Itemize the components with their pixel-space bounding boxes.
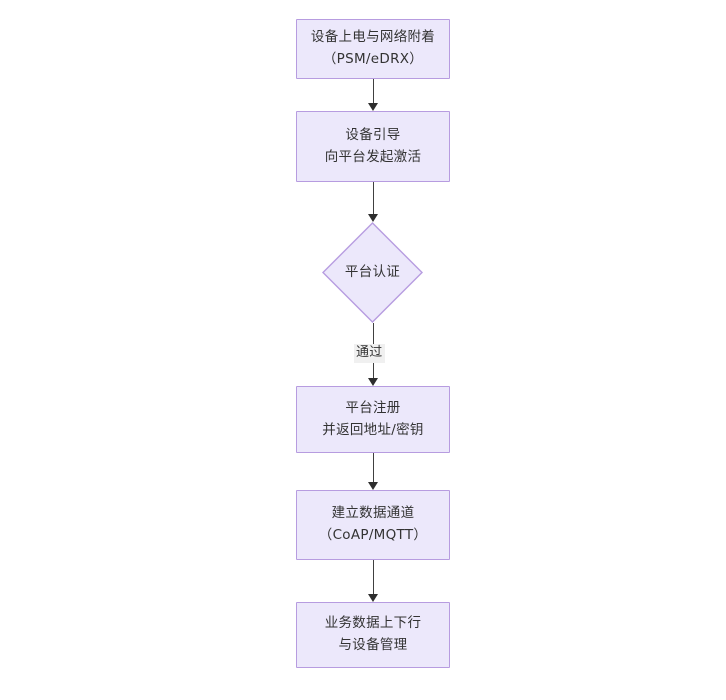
flow-node-register[interactable]: 平台注册 并返回地址/密钥 [296, 386, 450, 453]
flow-node-data-channel-label: 建立数据通道 （CoAP/MQTT） [318, 505, 428, 543]
flow-node-bootstrap-label: 设备引导 向平台发起激活 [324, 126, 422, 165]
edge-label-auth-pass: 通过 [354, 344, 385, 363]
flow-node-data-channel[interactable]: 建立数据通道 （CoAP/MQTT） [296, 490, 450, 560]
connector-line [372, 182, 374, 215]
diamond-shape [322, 222, 423, 323]
flow-connector-power-on-to-bootstrap [368, 79, 379, 111]
flow-node-service-data[interactable]: 业务数据上下行 与设备管理 [296, 602, 450, 668]
flow-node-bootstrap[interactable]: 设备引导 向平台发起激活 [296, 111, 450, 182]
flow-connector-data-channel-to-service-data [368, 560, 379, 602]
connector-line [372, 79, 374, 104]
arrowhead-icon [368, 378, 378, 386]
arrowhead-icon [368, 103, 378, 111]
flow-connector-bootstrap-to-auth [368, 182, 379, 222]
flow-node-auth[interactable]: 平台认证 [322, 222, 423, 323]
arrowhead-icon [368, 482, 378, 490]
arrowhead-icon [368, 214, 378, 222]
arrowhead-icon [368, 594, 378, 602]
connector-line [372, 560, 374, 595]
connector-line [372, 453, 374, 483]
flow-connector-register-to-data-channel [368, 453, 379, 490]
flow-node-auth-label: 平台认证 [344, 263, 401, 280]
flow-node-register-label: 平台注册 并返回地址/密钥 [322, 399, 424, 438]
flow-node-service-data-label: 业务数据上下行 与设备管理 [324, 615, 422, 653]
flow-node-power-on-label: 设备上电与网络附着 （PSM/eDRX） [310, 29, 436, 67]
flow-node-power-on[interactable]: 设备上电与网络附着 （PSM/eDRX） [296, 19, 450, 79]
